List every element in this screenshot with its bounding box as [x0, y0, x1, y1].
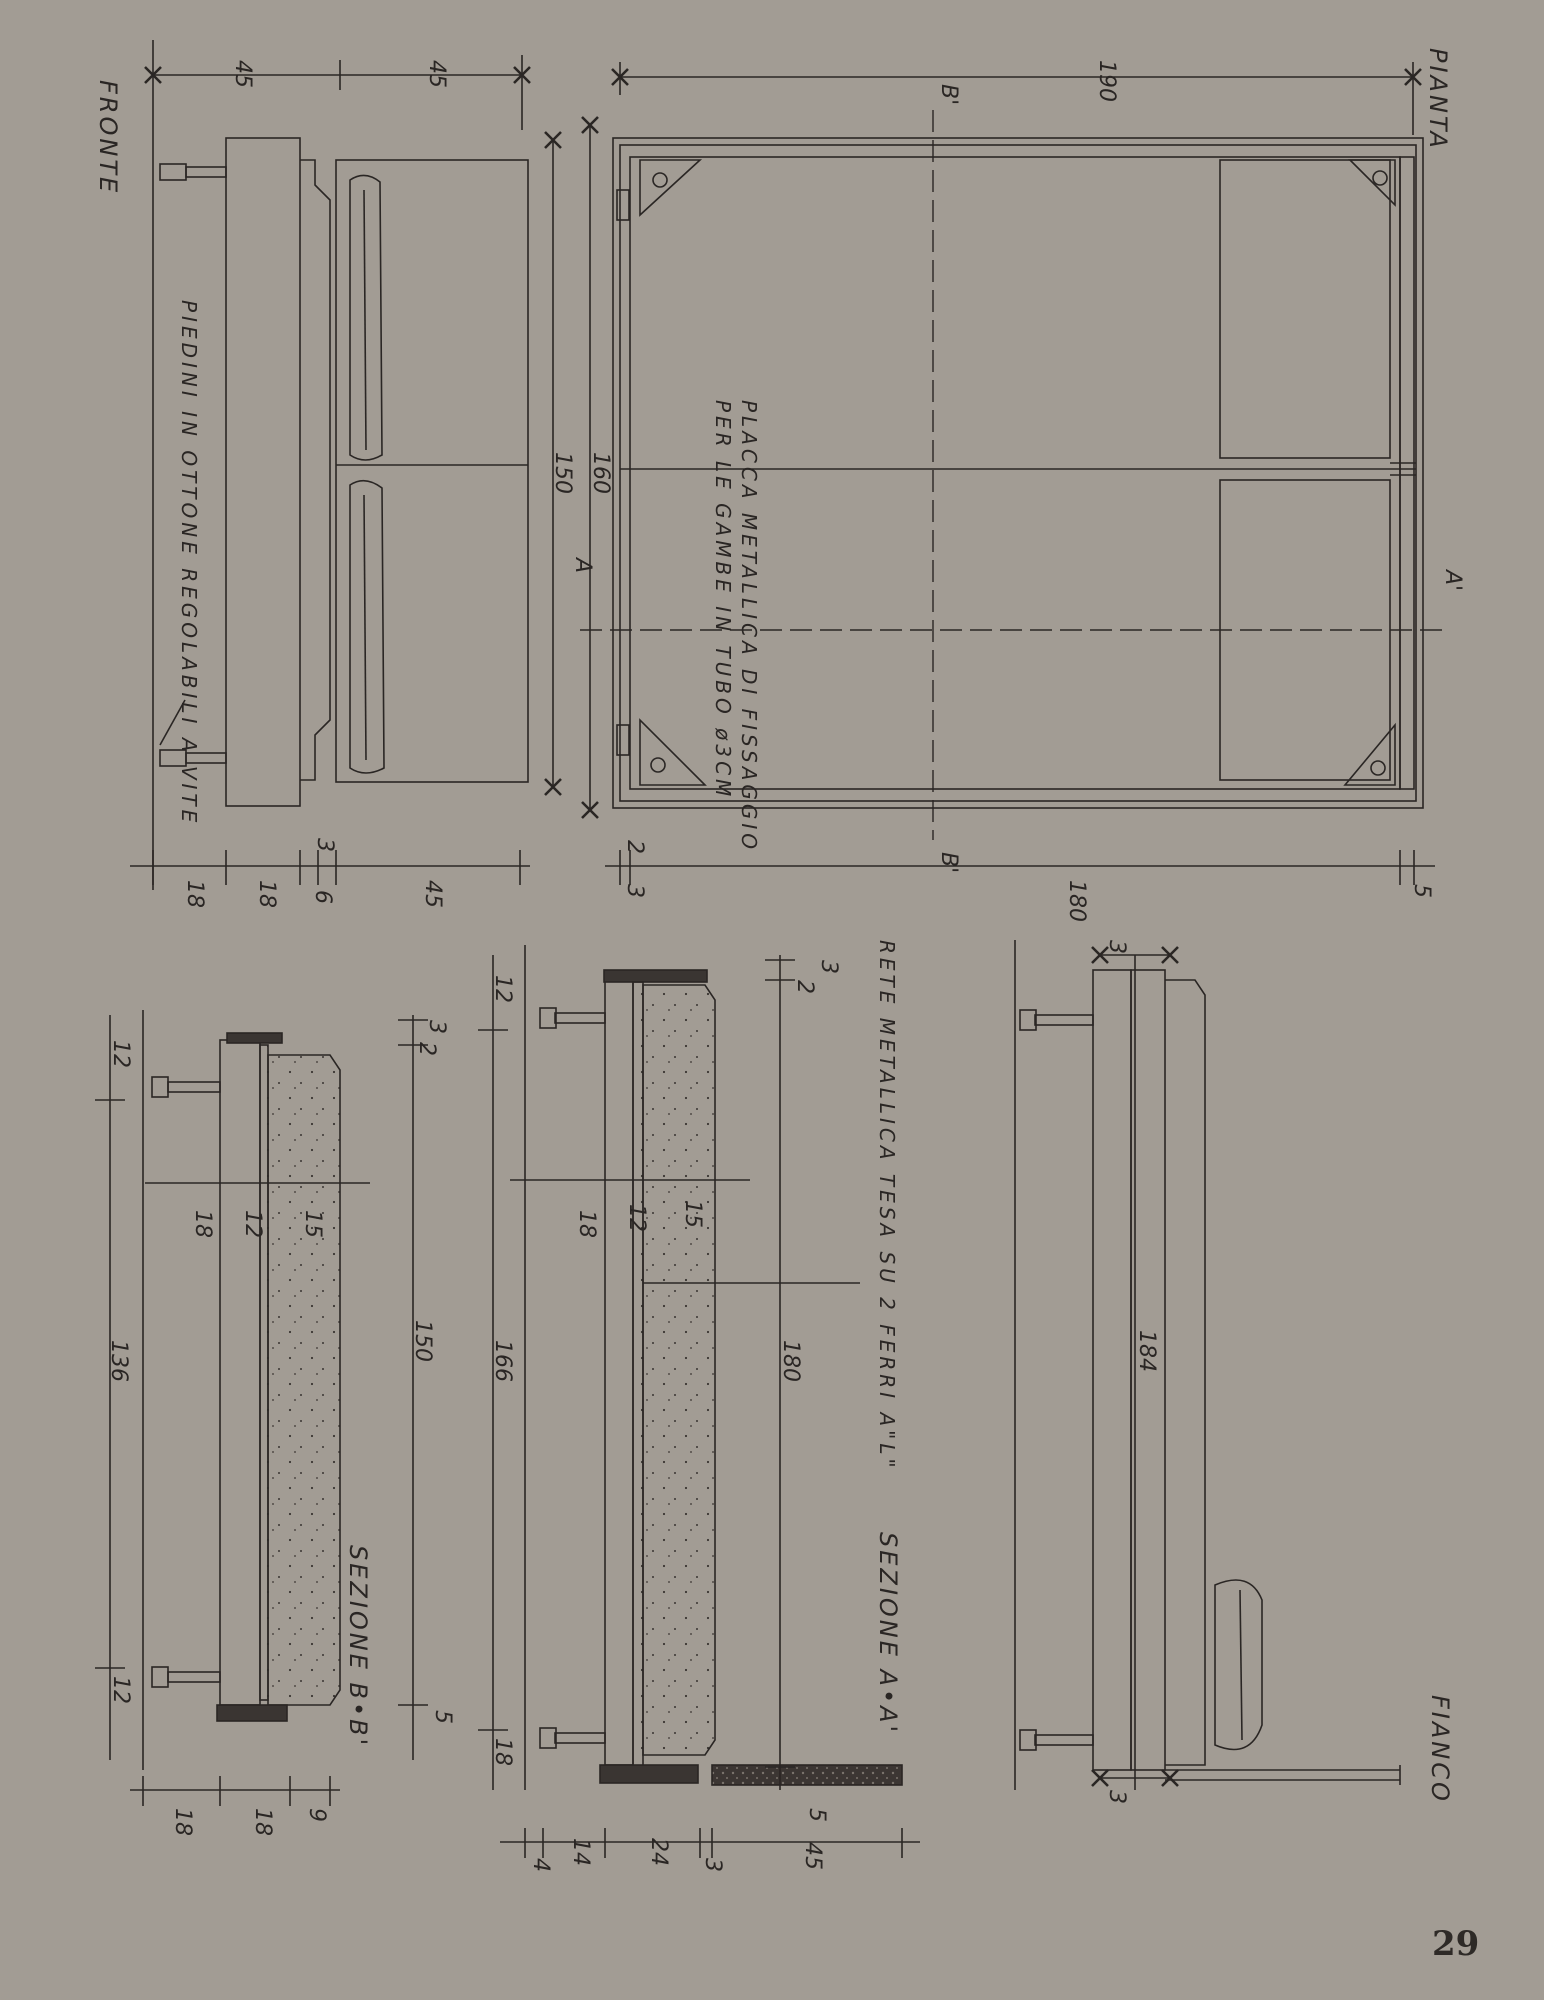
- front-h-dim-3: 3: [312, 838, 337, 852]
- plan-view: [544, 62, 1450, 885]
- section-mark-b-top: B': [936, 84, 961, 105]
- plan-view-labels: PIANTA 190 160 150 180 2 3 5 B' B' A A' …: [550, 48, 1465, 922]
- side-title: FIANCO: [1426, 1695, 1454, 1804]
- side-view: [1014, 940, 1401, 1790]
- aa-inner-dim: 180: [778, 1340, 803, 1382]
- bb-h2-dim: 12: [240, 1210, 265, 1238]
- bb-top-b-dim: 2: [414, 1042, 439, 1056]
- front-h-dim-4: 6: [310, 890, 335, 904]
- section-mark-b-bottom: B': [936, 852, 961, 873]
- section-mark-a: A: [570, 556, 595, 573]
- aa-h2-dim: 12: [624, 1204, 649, 1232]
- front-title: FRONTE: [94, 80, 122, 195]
- front-view-labels: FRONTE PIEDINI IN OTTONE REGOLABILI A VI…: [94, 60, 449, 908]
- page-number: 29: [1432, 1924, 1480, 1964]
- aa-h1-dim: 18: [574, 1210, 599, 1238]
- plate-note-line2: PER LE GAMBE IN TUBO ø3CM: [711, 400, 735, 800]
- bb-b1-dim: 18: [170, 1808, 195, 1836]
- feet-note: PIEDINI IN OTTONE REGOLABILI A VITE: [177, 300, 201, 826]
- bb-b3-dim: 9: [304, 1808, 329, 1822]
- aa-b5-dim: 45: [800, 1842, 825, 1870]
- section-aa-view: [478, 945, 920, 1858]
- plan-width-inner-dim: 150: [550, 452, 575, 494]
- aa-top-b-dim: 2: [792, 980, 817, 994]
- side-view-labels: FIANCO 184 3 3: [1104, 940, 1454, 1804]
- aa-b2-dim: 14: [568, 1838, 593, 1866]
- bb-total-dim: 136: [106, 1340, 131, 1382]
- plate-note-line1: PLACCA METALLICA DI FISSAGGIO: [737, 400, 761, 853]
- bb-h3-dim: 15: [300, 1210, 325, 1238]
- plan-length-dim: 190: [1094, 60, 1119, 102]
- bb-b2-dim: 18: [250, 1808, 275, 1836]
- plan-end-left-dim: 2: [622, 840, 647, 854]
- side-length-dim: 184: [1134, 1330, 1159, 1372]
- bb-inner-dim: 150: [410, 1320, 435, 1362]
- section-aa-title: SEZIONE A•A': [874, 1532, 902, 1735]
- aa-top-a-dim: 3: [816, 960, 841, 974]
- section-bb-view: [95, 1010, 428, 1806]
- aa-b3-dim: 24: [646, 1838, 671, 1866]
- side-bottom-dim: 3: [1104, 1790, 1129, 1804]
- bb-h1-dim: 18: [190, 1210, 215, 1238]
- front-view: [130, 40, 531, 890]
- front-h-dim-1: 18: [182, 880, 207, 908]
- front-h-dim-5: 45: [420, 880, 445, 908]
- section-bb-title: SEZIONE B•B': [344, 1545, 372, 1748]
- front-h-dim-2: 18: [254, 880, 279, 908]
- aa-h3-dim: 15: [680, 1200, 705, 1228]
- front-top-dim-a: 45: [230, 60, 255, 88]
- aa-b4-dim: 3: [700, 1858, 725, 1872]
- mesh-note: RETE METALLICA TESA SU 2 FERRI A"L": [875, 940, 899, 1472]
- bb-bottom-dim: 12: [108, 1676, 133, 1704]
- aa-bottom-dim: 18: [490, 1738, 515, 1766]
- plan-inner-length-dim: 180: [1064, 880, 1089, 922]
- bb-top-a-dim: 3: [424, 1020, 449, 1034]
- aa-total-dim: 166: [490, 1340, 515, 1382]
- bb-top-dim: 12: [108, 1040, 133, 1068]
- section-mark-a-prime: A': [1440, 568, 1465, 591]
- side-top-dim: 3: [1104, 940, 1129, 954]
- plan-width-outer-dim: 160: [588, 452, 613, 494]
- plan-end-right-dim: 5: [1409, 884, 1434, 898]
- front-top-dim-b: 45: [424, 60, 449, 88]
- aa-top-dim: 12: [490, 975, 515, 1003]
- plan-end-left-b-dim: 3: [622, 884, 647, 898]
- aa-b1-dim: 4: [528, 1858, 553, 1872]
- aa-right-dim: 5: [804, 1808, 829, 1822]
- plan-title: PIANTA: [1424, 48, 1452, 151]
- section-bb-labels: SEZIONE B•B' 136 150 12 12 3 2 5 18 12 1…: [106, 1020, 455, 1836]
- bb-right-dim: 5: [430, 1710, 455, 1724]
- section-aa-labels: SEZIONE A•A' RETE METALLICA TESA SU 2 FE…: [490, 940, 902, 1872]
